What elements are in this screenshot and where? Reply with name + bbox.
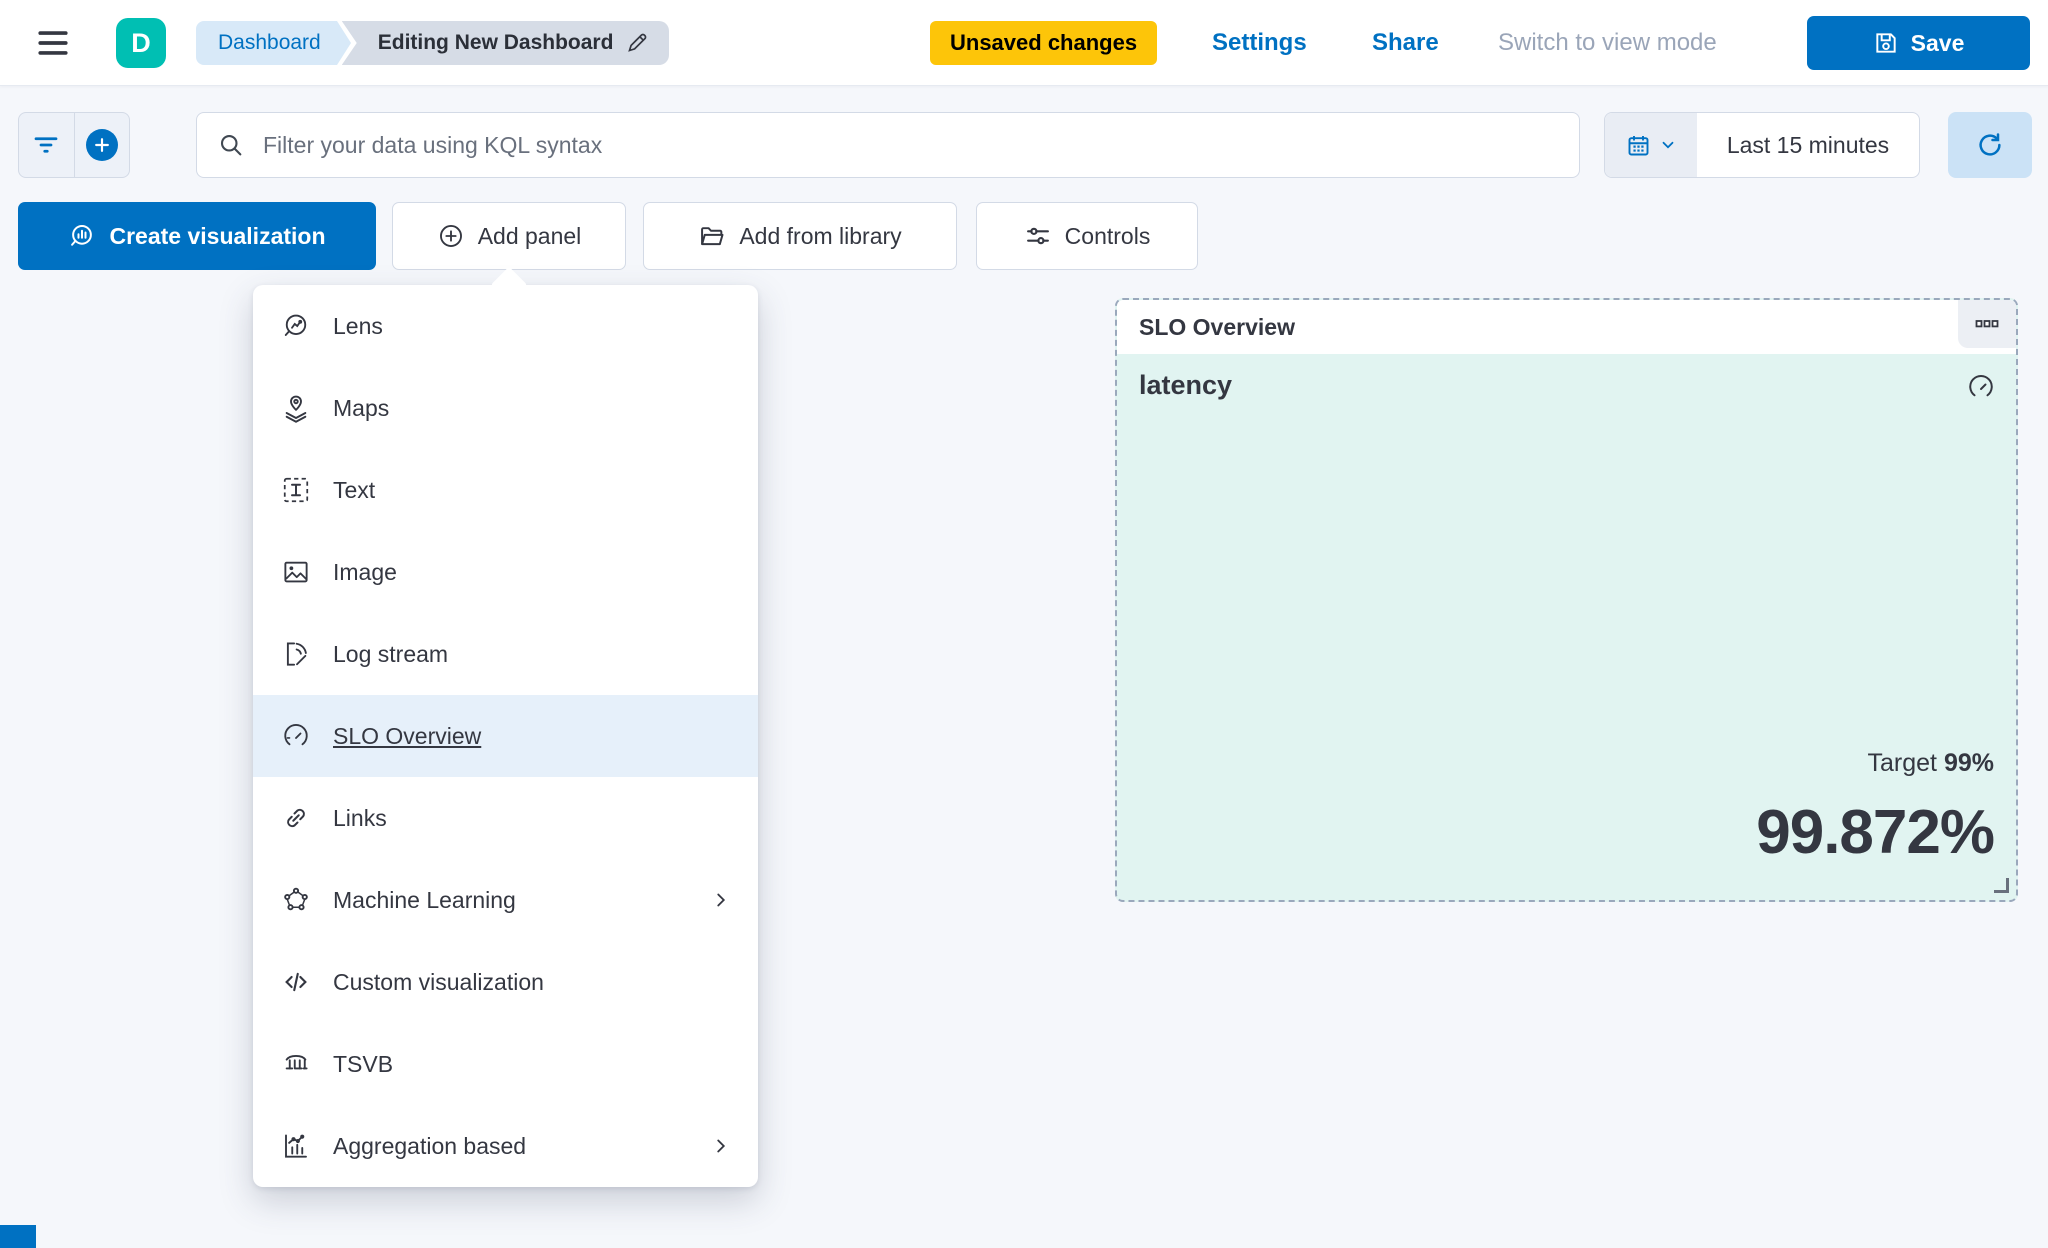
menu-item-custom-visualization[interactable]: Custom visualization (253, 941, 758, 1023)
menu-item-label: Lens (333, 312, 383, 339)
menu-item-label: Text (333, 476, 376, 503)
menu-item-label: SLO Overview (333, 722, 482, 749)
date-quick-select-button[interactable] (1605, 113, 1697, 177)
menu-item-label: Maps (333, 394, 390, 421)
filter-controls-group (18, 112, 130, 178)
create-visualization-button[interactable]: Create visualization (18, 202, 376, 270)
kql-search-bar (196, 112, 1580, 178)
lens-app-icon (68, 222, 96, 250)
controls-button[interactable]: Controls (976, 202, 1198, 270)
panel-title: SLO Overview (1139, 313, 1295, 340)
slo-target-label: Target (1867, 749, 1937, 777)
menu-item-aggregation-based[interactable]: Aggregation based (253, 1105, 758, 1187)
menu-item-links[interactable]: Links (253, 777, 758, 859)
pencil-icon (625, 31, 649, 55)
panel-header[interactable]: SLO Overview (1117, 300, 2016, 354)
breadcrumb-editing-label: Editing New Dashboard (377, 31, 614, 54)
add-from-library-label: Add from library (739, 222, 902, 249)
breadcrumb-dashboard[interactable]: Dashboard (196, 21, 351, 65)
maps-icon (281, 393, 311, 423)
menu-item-lens[interactable]: Lens (253, 285, 758, 367)
chevron-down-icon (1659, 136, 1677, 154)
add-filter-button[interactable] (73, 113, 130, 177)
menu-item-machine-learning[interactable]: Machine Learning (253, 859, 758, 941)
refresh-button[interactable] (1948, 112, 2032, 178)
menu-item-label: Log stream (333, 640, 449, 667)
settings-link[interactable]: Settings (1212, 29, 1307, 56)
menu-item-slo-overview[interactable]: SLO Overview (253, 695, 758, 777)
time-range-picker: Last 15 minutes (1604, 112, 1920, 178)
aggregation-icon (281, 1131, 311, 1161)
slo-target-value: 99% (1943, 749, 1994, 777)
folder-icon (698, 222, 726, 250)
menu-item-image[interactable]: Image (253, 531, 758, 613)
submenu-chevron-right-icon (710, 1135, 732, 1157)
filter-list-button[interactable] (19, 113, 74, 177)
menu-item-label: Custom visualization (333, 968, 544, 995)
add-panel-label: Add panel (477, 222, 582, 249)
time-range-value[interactable]: Last 15 minutes (1726, 131, 1890, 158)
kql-filter-input[interactable] (263, 131, 1559, 159)
add-from-library-button[interactable]: Add from library (643, 202, 957, 270)
save-icon (1873, 30, 1899, 56)
save-button-label: Save (1910, 29, 1965, 56)
panel-options-icon (1974, 312, 2000, 336)
space-avatar[interactable]: D (116, 18, 166, 68)
plus-in-circle-icon (437, 222, 465, 250)
gauge-icon (281, 721, 311, 751)
menu-hamburger-icon[interactable] (32, 26, 74, 60)
sliders-icon (1024, 222, 1052, 250)
menu-item-maps[interactable]: Maps (253, 367, 758, 449)
save-button[interactable]: Save (1807, 16, 2030, 70)
menu-item-label: Aggregation based (333, 1132, 527, 1159)
refresh-icon (1975, 130, 2005, 160)
menu-item-label: Machine Learning (333, 886, 516, 913)
submenu-chevron-right-icon (710, 889, 732, 911)
menu-item-label: TSVB (333, 1050, 394, 1077)
links-icon (281, 803, 311, 833)
tsvb-icon (281, 1049, 311, 1079)
search-icon (217, 131, 245, 159)
slo-value: 99.872% (1756, 798, 1995, 867)
slo-metric-title: latency (1139, 370, 1233, 400)
breadcrumb: Dashboard Editing New Dashboard (196, 21, 670, 65)
slo-target-line: Target 99% (1868, 749, 1994, 778)
menu-item-tsvb[interactable]: TSVB (253, 1023, 758, 1105)
menu-item-label: Image (333, 558, 397, 585)
lens-icon (281, 311, 311, 341)
panel-resize-handle[interactable] (1994, 878, 2009, 893)
text-icon (281, 475, 311, 505)
share-link[interactable]: Share (1372, 29, 1439, 56)
menu-item-text[interactable]: Text (253, 449, 758, 531)
filter-icon (31, 130, 61, 160)
create-visualization-label: Create visualization (109, 222, 326, 249)
image-icon (281, 557, 311, 587)
app-header: D Dashboard Editing New Dashboard Unsave… (0, 0, 2048, 86)
add-panel-menu: Lens Maps Text Image Log stream (253, 285, 758, 1187)
plus-circle-icon (85, 129, 118, 161)
slo-overview-panel: SLO Overview latency Target 99% 99.872% (1115, 298, 2018, 902)
switch-to-view-mode-link[interactable]: Switch to view mode (1498, 29, 1717, 56)
bottom-left-partial-element (0, 1225, 36, 1248)
log-stream-icon (281, 639, 311, 669)
slo-panel-body: latency Target 99% 99.872% (1117, 354, 2016, 900)
add-panel-button[interactable]: Add panel (392, 202, 626, 270)
breadcrumb-dashboard-label: Dashboard (218, 31, 321, 54)
gauge-icon (1966, 372, 1996, 402)
menu-item-label: Links (333, 804, 387, 831)
controls-label: Controls (1064, 222, 1151, 249)
menu-item-log-stream[interactable]: Log stream (253, 613, 758, 695)
calendar-icon (1625, 132, 1652, 159)
breadcrumb-editing-dashboard[interactable]: Editing New Dashboard (341, 21, 670, 65)
code-icon (281, 967, 311, 997)
machine-learning-icon (281, 885, 311, 915)
unsaved-changes-badge: Unsaved changes (930, 21, 1158, 65)
panel-options-button[interactable] (1958, 300, 2016, 348)
